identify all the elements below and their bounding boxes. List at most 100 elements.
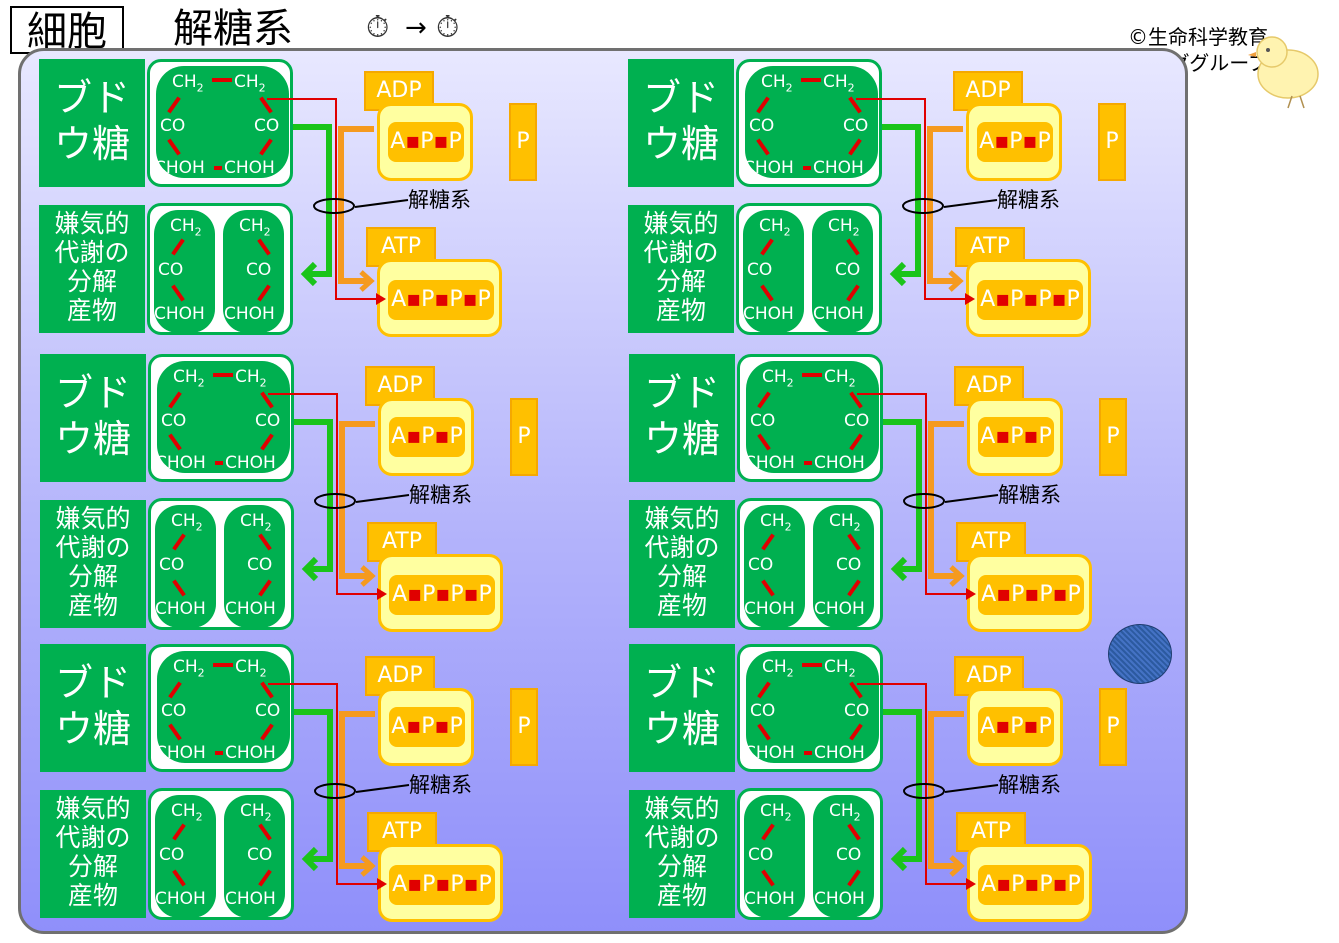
choh-right: CHOH xyxy=(814,453,865,473)
product-line-2: 代謝の xyxy=(644,533,720,562)
co-left: CO xyxy=(161,701,187,721)
ch2-right: CH2 xyxy=(824,367,856,390)
product-line-1: 嫌気的 xyxy=(644,794,720,823)
choh-left: CHOH xyxy=(744,453,795,473)
co-left: CO xyxy=(748,845,774,865)
adp-formula: A▪P▪P xyxy=(977,122,1053,162)
glycolysis-unit-1: ブド ウ糖 嫌気的 代謝の 分解 産物 CH2 CH2 CO CO CHOH C… xyxy=(39,59,537,339)
glucose-label-line2: ウ糖 xyxy=(642,122,719,166)
bond xyxy=(802,663,822,667)
ch2-right: CH2 xyxy=(240,511,272,534)
glucose-label-line1: ブド xyxy=(54,661,131,705)
product-line-4: 産物 xyxy=(655,296,706,325)
atp-formula: A▪P▪P▪P xyxy=(389,575,495,615)
atp-molecule: A▪P▪P▪P xyxy=(967,844,1092,922)
nucleus xyxy=(1108,624,1172,684)
glucose-ring xyxy=(157,361,290,473)
ch2-left: CH2 xyxy=(760,801,792,824)
glucose-ring xyxy=(746,361,879,473)
choh-right: CHOH xyxy=(225,743,276,763)
reaction-arrows xyxy=(268,683,410,890)
ch2-right: CH2 xyxy=(823,72,855,95)
product-line-3: 分解 xyxy=(655,267,706,296)
bond xyxy=(214,166,222,170)
bond xyxy=(212,78,232,82)
triose-right xyxy=(223,210,284,333)
glucose-label-line1: ブド xyxy=(53,76,130,120)
bond xyxy=(804,461,812,465)
ch2-right: CH2 xyxy=(824,657,856,680)
adp-formula: A▪P▪P xyxy=(389,707,465,747)
ch2-right: CH2 xyxy=(235,367,267,390)
split-molecule: CH2 CH2 CO CO CHOH CHOH xyxy=(736,203,882,335)
product-line-2: 代謝の xyxy=(643,238,719,267)
split-molecule: CH2 CH2 CO CO CHOH CHOH xyxy=(737,498,883,630)
ch2-right: CH2 xyxy=(829,511,861,534)
split-molecule: CH2 CH2 CO CO CHOH CHOH xyxy=(147,203,293,335)
atp-formula: A▪P▪P▪P xyxy=(977,280,1083,320)
co-right: CO xyxy=(247,555,273,575)
phosphate-box: P xyxy=(1098,103,1126,181)
split-molecule: CH2 CH2 CO CO CHOH CHOH xyxy=(148,788,294,920)
product-line-3: 分解 xyxy=(656,562,707,591)
reaction-arrows xyxy=(856,98,998,305)
choh-left: CHOH xyxy=(744,599,795,619)
product-line-4: 産物 xyxy=(67,881,118,910)
phosphate-box: P xyxy=(1099,398,1127,476)
phosphate-box: P xyxy=(510,688,538,766)
ch2-left: CH2 xyxy=(170,216,202,239)
co-right: CO xyxy=(835,260,861,280)
product-line-2: 代謝の xyxy=(644,823,720,852)
product-line-4: 産物 xyxy=(67,591,118,620)
glycolysis-unit-5: ブド ウ糖 嫌気的 代謝の 分解 産物 CH2 CH2 CO CO CHOH C… xyxy=(40,644,538,924)
adp-molecule: A▪P▪P xyxy=(378,398,474,476)
co-left: CO xyxy=(159,845,185,865)
ch2-left: CH2 xyxy=(759,216,791,239)
ch2-right: CH2 xyxy=(240,801,272,824)
choh-left: CHOH xyxy=(155,743,206,763)
bond xyxy=(213,663,233,667)
glucose-label-line1: ブド xyxy=(54,371,131,415)
ch2-left: CH2 xyxy=(171,801,203,824)
reaction-arrows xyxy=(857,683,999,890)
glucose-molecule: CH2 CH2 CO CO CHOH CHOH xyxy=(147,59,293,187)
ch2-right: CH2 xyxy=(828,216,860,239)
reaction-arrows xyxy=(267,98,409,305)
atp-molecule: A▪P▪P▪P xyxy=(378,844,503,922)
adp-label: ADP xyxy=(364,71,434,111)
ch2-left: CH2 xyxy=(762,367,794,390)
adp-molecule: A▪P▪P xyxy=(967,398,1063,476)
choh-right: CHOH xyxy=(814,889,865,909)
glycolysis-label: 解糖系 xyxy=(998,773,1061,797)
product-line-2: 代謝の xyxy=(55,823,131,852)
anaerobic-product-label: 嫌気的 代謝の 分解 産物 xyxy=(40,790,146,918)
bond xyxy=(213,373,233,377)
triose-right xyxy=(813,795,874,918)
choh-right: CHOH xyxy=(813,304,864,324)
product-line-4: 産物 xyxy=(656,591,707,620)
choh-right: CHOH xyxy=(225,889,276,909)
co-right: CO xyxy=(843,116,869,136)
glycolysis-unit-2: ブド ウ糖 嫌気的 代謝の 分解 産物 CH2 CH2 CO CO CHOH C… xyxy=(628,59,1126,339)
glucose-label-line2: ウ糖 xyxy=(54,707,131,751)
glucose-label-line2: ウ糖 xyxy=(643,417,720,461)
glycolysis-label: 解糖系 xyxy=(998,483,1061,507)
choh-right: CHOH xyxy=(224,158,275,178)
product-line-3: 分解 xyxy=(67,852,118,881)
co-left: CO xyxy=(160,116,186,136)
co-left: CO xyxy=(749,116,775,136)
triose-right xyxy=(224,795,285,918)
glycolysis-unit-4: ブド ウ糖 嫌気的 代謝の 分解 産物 CH2 CH2 CO CO CHOH C… xyxy=(629,354,1127,634)
co-left: CO xyxy=(748,555,774,575)
atp-molecule: A▪P▪P▪P xyxy=(377,259,502,337)
product-line-3: 分解 xyxy=(67,562,118,591)
choh-left: CHOH xyxy=(743,304,794,324)
glycolysis-label: 解糖系 xyxy=(409,483,472,507)
choh-left: CHOH xyxy=(154,158,205,178)
time-arrow: → xyxy=(405,13,427,43)
choh-left: CHOH xyxy=(154,304,205,324)
co-left: CO xyxy=(747,260,773,280)
triose-right xyxy=(813,505,874,628)
adp-formula: A▪P▪P xyxy=(388,122,464,162)
triose-right xyxy=(224,505,285,628)
